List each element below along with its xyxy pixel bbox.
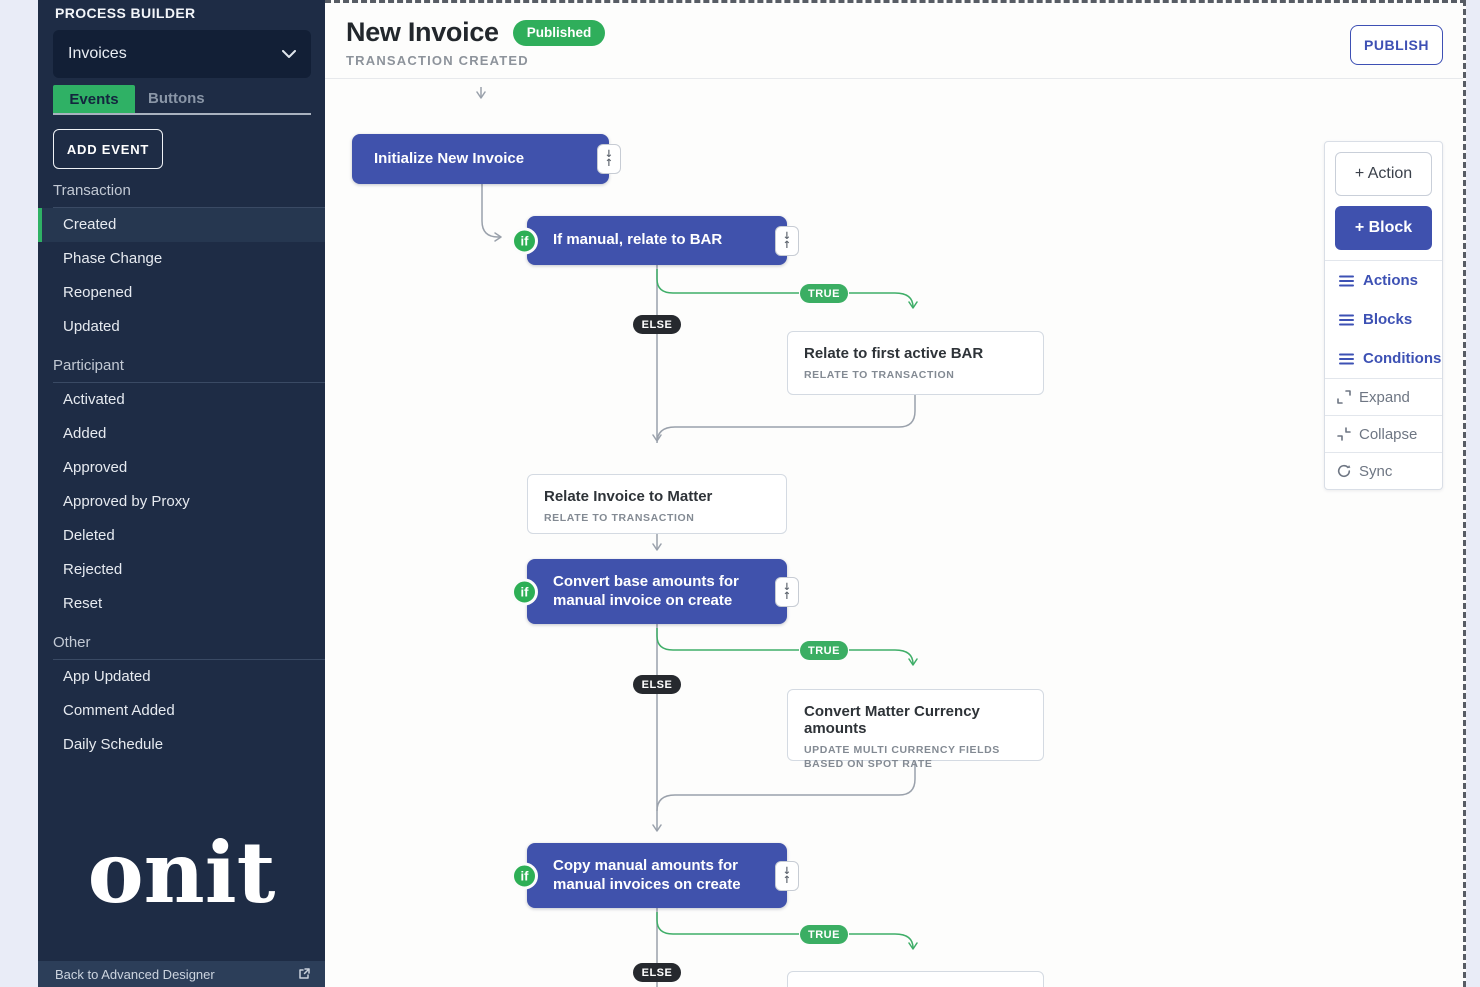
true-branch-label: TRUE — [800, 284, 848, 303]
sidebar: PROCESS BUILDER Invoices Events Buttons … — [38, 0, 325, 987]
node-initialize-new-invoice[interactable]: Initialize New Invoice ↓↑ — [352, 134, 621, 184]
node-label: Initialize New Invoice — [374, 149, 525, 167]
flow-connectors — [476, 87, 918, 987]
process-selector-value: Invoices — [68, 45, 127, 62]
tool-expand[interactable]: Expand — [1325, 378, 1442, 415]
back-link-label: Back to Advanced Designer — [55, 966, 215, 982]
tab-buttons[interactable]: Buttons — [148, 90, 205, 107]
add-event-button[interactable]: ADD EVENT — [53, 129, 163, 169]
tool-label: Sync — [1359, 462, 1393, 480]
else-branch-label: ELSE — [633, 963, 681, 982]
list-icon — [1339, 314, 1354, 326]
sidebar-item-daily-schedule[interactable]: Daily Schedule — [63, 736, 164, 753]
true-branch-label: TRUE — [800, 925, 848, 944]
sidebar-title: PROCESS BUILDER — [55, 5, 196, 21]
card-convert-matter-currency-amounts[interactable]: Convert Matter Currency amounts UPDATE M… — [787, 689, 1044, 770]
sync-icon — [1337, 464, 1351, 478]
menu-item-label: Blocks — [1363, 311, 1413, 328]
external-link-icon — [297, 967, 311, 981]
card-title: Relate to first active BAR — [804, 345, 984, 362]
canvas-header: New Invoice Published TRANSACTION CREATE… — [325, 3, 1463, 79]
tool-collapse[interactable]: Collapse — [1325, 415, 1442, 452]
menu-item-label: Actions — [1363, 272, 1419, 289]
sidebar-item-app-updated[interactable]: App Updated — [63, 668, 151, 685]
flow-canvas: New Invoice Published TRANSACTION CREATE… — [325, 0, 1466, 987]
tab-events[interactable]: Events — [53, 85, 135, 113]
sidebar-tabs: Events Buttons — [53, 85, 311, 115]
section-label-transaction: Transaction — [53, 182, 325, 208]
section-label-other: Other — [53, 634, 325, 660]
menu-item-blocks[interactable]: Blocks — [1325, 300, 1442, 339]
node-if-manual-relate-to-bar[interactable]: if If manual, relate to BAR ↓↑ — [511, 216, 799, 265]
else-branch-label: ELSE — [633, 315, 681, 334]
page-subtitle: TRANSACTION CREATED — [346, 53, 529, 68]
publish-button[interactable]: PUBLISH — [1350, 25, 1443, 65]
if-badge: if — [511, 862, 538, 889]
menu-item-actions[interactable]: Actions — [1325, 261, 1442, 300]
chevron-down-icon — [282, 50, 296, 58]
sidebar-item-added[interactable]: Added — [63, 425, 107, 442]
node-copy-manual-amounts[interactable]: if Copy manual amounts for manual invoic… — [511, 843, 799, 908]
card-title: Convert Matter Currency amounts — [804, 703, 980, 737]
published-badge: Published — [512, 19, 606, 46]
if-badge: if — [511, 578, 538, 605]
sidebar-item-rejected[interactable]: Rejected — [63, 561, 123, 578]
tool-label: Expand — [1359, 388, 1410, 406]
node-label: Copy manual amounts for manual invoices … — [553, 856, 741, 893]
collapse-handle-icon[interactable]: ↓↑ — [775, 860, 799, 891]
page-left-gutter — [0, 0, 38, 987]
back-to-advanced-designer-link[interactable]: Back to Advanced Designer — [38, 961, 325, 987]
list-icon — [1339, 275, 1354, 287]
add-action-button[interactable]: + Action — [1335, 152, 1432, 196]
page-title: New Invoice — [346, 17, 499, 47]
tool-label: Collapse — [1359, 425, 1418, 443]
page-right-gutter — [1466, 0, 1480, 987]
if-badge: if — [511, 227, 538, 254]
card-title: Relate Invoice to Matter — [544, 488, 713, 505]
card-subtitle: RELATE TO TRANSACTION — [544, 512, 695, 524]
sidebar-item-phase-change[interactable]: Phase Change — [63, 250, 163, 267]
menu-item-label: Conditions — [1363, 350, 1442, 367]
sidebar-item-approved-by-proxy[interactable]: Approved by Proxy — [63, 493, 190, 510]
card-relate-to-first-active-bar[interactable]: Relate to first active BAR RELATE TO TRA… — [787, 331, 1044, 395]
collapse-handle-icon[interactable]: ↓↑ — [597, 144, 621, 174]
true-branch-label: TRUE — [800, 641, 848, 660]
sidebar-item-approved[interactable]: Approved — [63, 459, 128, 476]
sidebar-item-updated[interactable]: Updated — [63, 318, 120, 335]
sidebar-item-reset[interactable]: Reset — [63, 595, 103, 612]
list-icon — [1339, 353, 1354, 365]
node-label: If manual, relate to BAR — [553, 231, 723, 249]
expand-icon — [1337, 390, 1351, 404]
sidebar-item-activated[interactable]: Activated — [63, 391, 125, 408]
menu-item-conditions[interactable]: Conditions — [1325, 339, 1442, 378]
process-selector[interactable]: Invoices — [53, 30, 311, 78]
section-label-participant: Participant — [53, 357, 325, 383]
panel-buttons: + Action + Block — [1325, 142, 1442, 261]
sidebar-item-reopened[interactable]: Reopened — [63, 284, 133, 301]
card-subtitle: UPDATE MULTI CURRENCY FIELDS BASED ON SP… — [804, 744, 1000, 771]
collapse-icon — [1337, 427, 1351, 441]
onit-logo: onit — [87, 823, 276, 922]
sidebar-item-comment-added[interactable]: Comment Added — [63, 702, 175, 719]
card-relate-invoice-to-matter[interactable]: Relate Invoice to Matter RELATE TO TRANS… — [527, 474, 787, 534]
tool-sync[interactable]: Sync — [1325, 452, 1442, 489]
card-partial-bottom[interactable] — [787, 971, 1044, 987]
sidebar-item-deleted[interactable]: Deleted — [63, 527, 115, 544]
collapse-handle-icon[interactable]: ↓↑ — [775, 225, 799, 256]
add-block-button[interactable]: + Block — [1335, 206, 1432, 250]
collapse-handle-icon[interactable]: ↓↑ — [775, 576, 799, 607]
card-subtitle: RELATE TO TRANSACTION — [804, 369, 955, 381]
node-label: Convert base amounts for manual invoice … — [553, 572, 739, 609]
node-convert-base-amounts[interactable]: if Convert base amounts for manual invoi… — [511, 559, 799, 624]
tools-panel: + Action + Block Actions Blocks Conditi — [1324, 141, 1443, 490]
sidebar-item-created[interactable]: Created — [38, 208, 325, 242]
else-branch-label: ELSE — [633, 675, 681, 694]
